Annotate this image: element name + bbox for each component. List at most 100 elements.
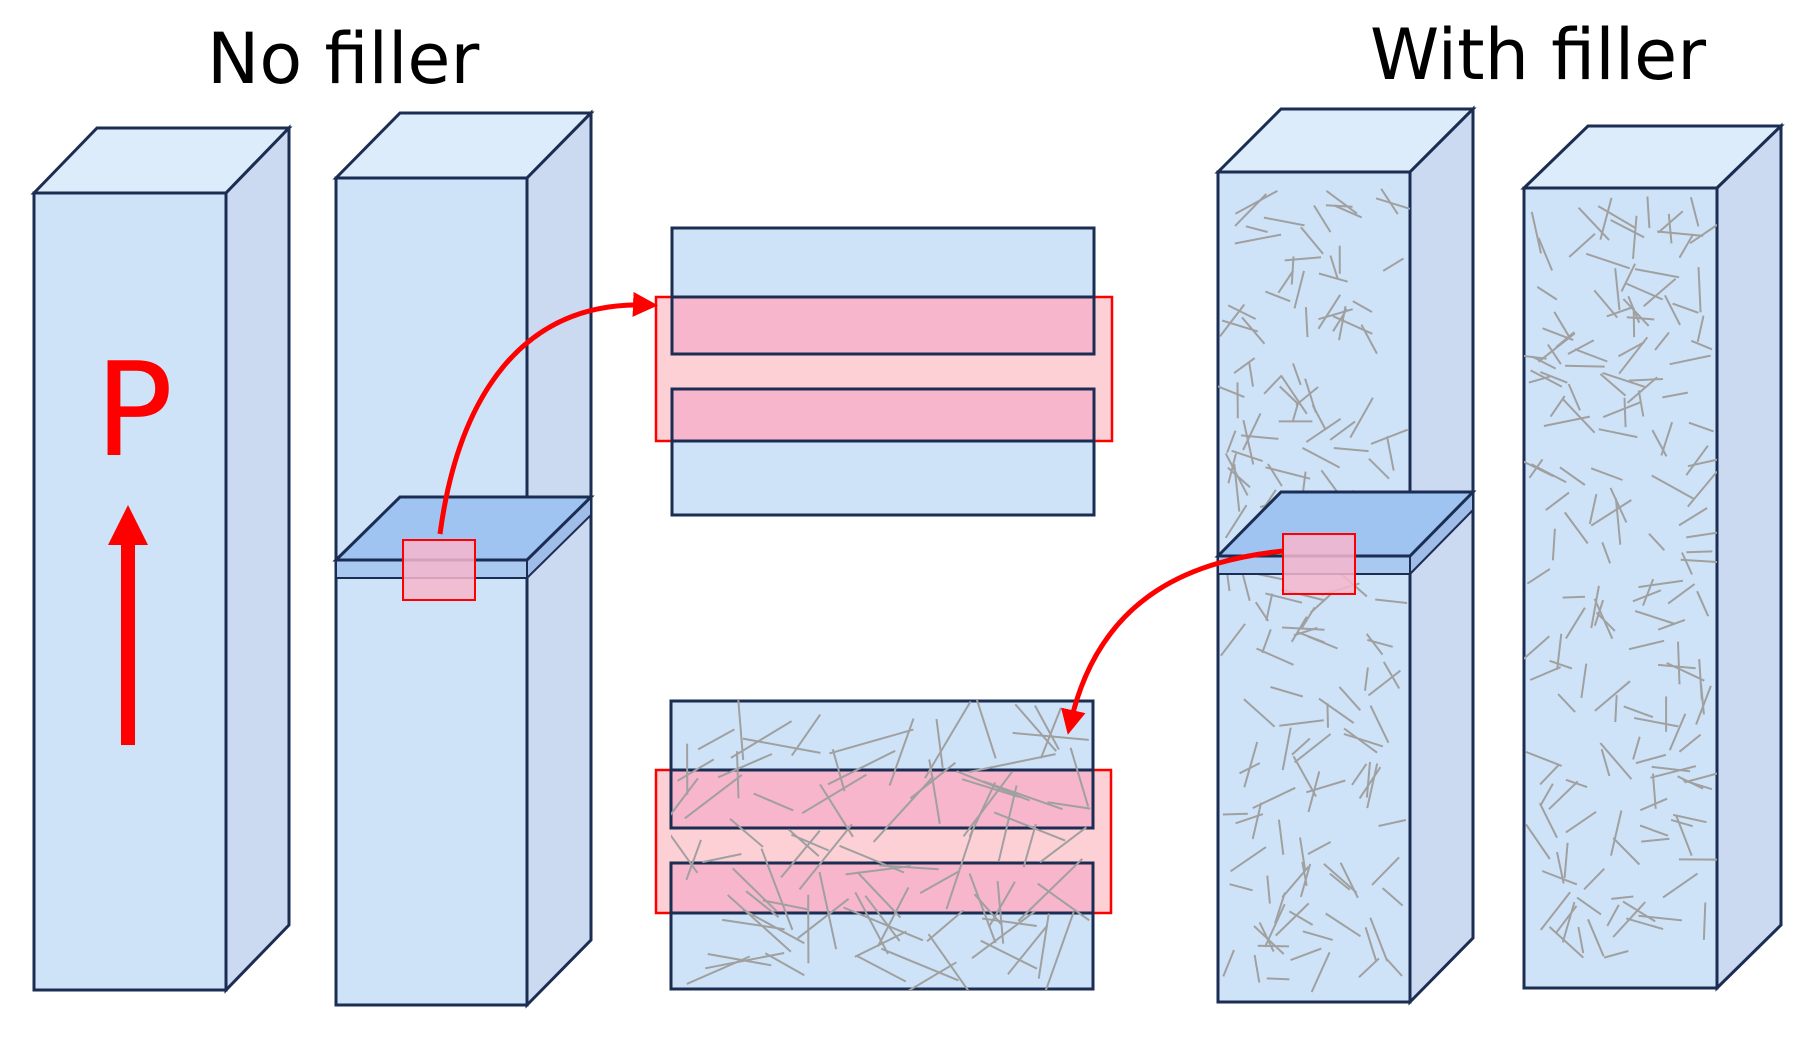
filler-fiber	[971, 910, 1036, 960]
filler-fiber	[928, 759, 941, 824]
column-with-filler-sliced	[1214, 105, 1477, 1006]
filler-fiber	[737, 700, 745, 760]
filler-fiber	[854, 930, 907, 958]
filler-fiber	[1599, 197, 1613, 240]
filler-fiber	[1583, 867, 1606, 891]
filler-fiber	[1368, 457, 1390, 480]
filler-fiber	[742, 908, 805, 945]
filler-fiber	[1539, 371, 1568, 384]
filler-fiber	[1241, 573, 1251, 601]
filler-fiber	[877, 887, 910, 947]
filler-fiber	[1564, 364, 1605, 368]
filler-fiber	[1530, 463, 1567, 484]
filler-fiber	[1279, 719, 1324, 727]
filler-fiber	[1626, 917, 1664, 931]
filler-fiber	[888, 718, 915, 786]
filler-fiber	[1551, 528, 1556, 561]
filler-fiber	[1577, 207, 1610, 241]
filler-fiber	[1069, 747, 1090, 807]
filler-fiber	[1635, 753, 1667, 765]
filler-fiber	[1270, 686, 1304, 698]
filler-fiber	[1221, 319, 1259, 333]
filler-fiber	[717, 753, 773, 779]
filler-fiber	[1358, 957, 1380, 979]
filler-fiber	[856, 955, 907, 983]
filler-fiber	[1590, 467, 1623, 481]
column-polarized: P	[30, 124, 293, 994]
filler-fiber	[742, 737, 821, 754]
filler-fiber	[975, 700, 997, 759]
filler-fiber	[671, 777, 699, 816]
filler-fiber	[997, 785, 1018, 863]
filler-fiber	[1266, 977, 1290, 981]
filler-fiber	[1646, 196, 1651, 229]
filler-fiber	[1034, 705, 1060, 750]
filler-fiber	[702, 853, 742, 864]
filler-fiber	[1548, 780, 1579, 810]
filler-fiber	[1364, 667, 1369, 691]
filler-fiber	[843, 906, 924, 942]
filler-fiber	[1318, 697, 1355, 724]
filler-fiber	[1366, 763, 1379, 809]
filler-fiber	[924, 700, 972, 779]
with-filler-title: With filler	[1370, 14, 1707, 96]
filler-fiber	[818, 871, 838, 950]
filler-fiber	[1233, 357, 1256, 374]
filler-fiber	[1381, 887, 1404, 907]
filler-fiber	[1304, 307, 1309, 338]
filler-fiber	[1614, 695, 1618, 723]
filler-fiber	[1378, 819, 1407, 827]
filler-fiber	[1280, 375, 1308, 415]
filler-fiber	[1642, 578, 1655, 606]
filler-fiber	[968, 873, 997, 944]
filler-fiber	[1699, 683, 1705, 715]
filler-fiber	[1291, 400, 1300, 423]
column-no-filler	[332, 109, 595, 1009]
filler-fiber	[1568, 232, 1596, 258]
filler-fiber	[1290, 947, 1322, 962]
filler-fiber	[829, 728, 914, 755]
filler-fiber	[1639, 824, 1669, 837]
filler-fiber	[1597, 205, 1637, 229]
filler-fiber	[1037, 913, 1050, 979]
filler-fiber	[1697, 267, 1702, 313]
filler-fiber	[1047, 801, 1091, 810]
filler-fiber	[1650, 765, 1697, 779]
filler-fiber	[1277, 270, 1295, 294]
filler-fiber	[1386, 436, 1395, 471]
filler-fiber	[1265, 290, 1291, 303]
zoom-region-box	[402, 539, 476, 601]
filler-fiber	[1640, 797, 1668, 812]
filler-fiber	[1562, 595, 1586, 599]
filler-fiber	[707, 953, 772, 967]
filler-fiber	[1614, 268, 1621, 311]
filler-fiber	[684, 774, 743, 820]
filler-fiber	[1634, 610, 1676, 625]
filler-fiber	[1248, 362, 1254, 387]
filler-fiber	[1531, 355, 1557, 370]
filler-fiber	[1702, 902, 1707, 940]
filler-fiber	[1326, 703, 1329, 728]
filler-fiber	[1369, 917, 1389, 962]
filler-fiber	[1684, 772, 1717, 784]
polarization-label: P	[95, 334, 173, 486]
filler-fiber	[1541, 870, 1578, 886]
filler-fiber	[697, 728, 735, 751]
filler-fiber	[1305, 417, 1342, 443]
filler-fiber	[1549, 395, 1566, 418]
filler-fiber	[1281, 727, 1292, 771]
filler-fiber	[1648, 533, 1666, 551]
filler-fiber	[760, 848, 794, 931]
filler-fiber	[745, 890, 780, 918]
zoom-view-with-filler	[654, 699, 1113, 991]
filler-fiber	[1265, 593, 1274, 621]
filler-fiber	[839, 844, 905, 874]
filler-fiber	[1667, 213, 1673, 244]
filler-fiber	[1538, 802, 1558, 839]
filler-fiber	[1525, 750, 1563, 767]
filler-fiber	[1567, 339, 1595, 355]
filler-fiber	[1539, 783, 1554, 806]
column-front-face	[1522, 186, 1719, 990]
filler-fiber	[671, 834, 699, 874]
